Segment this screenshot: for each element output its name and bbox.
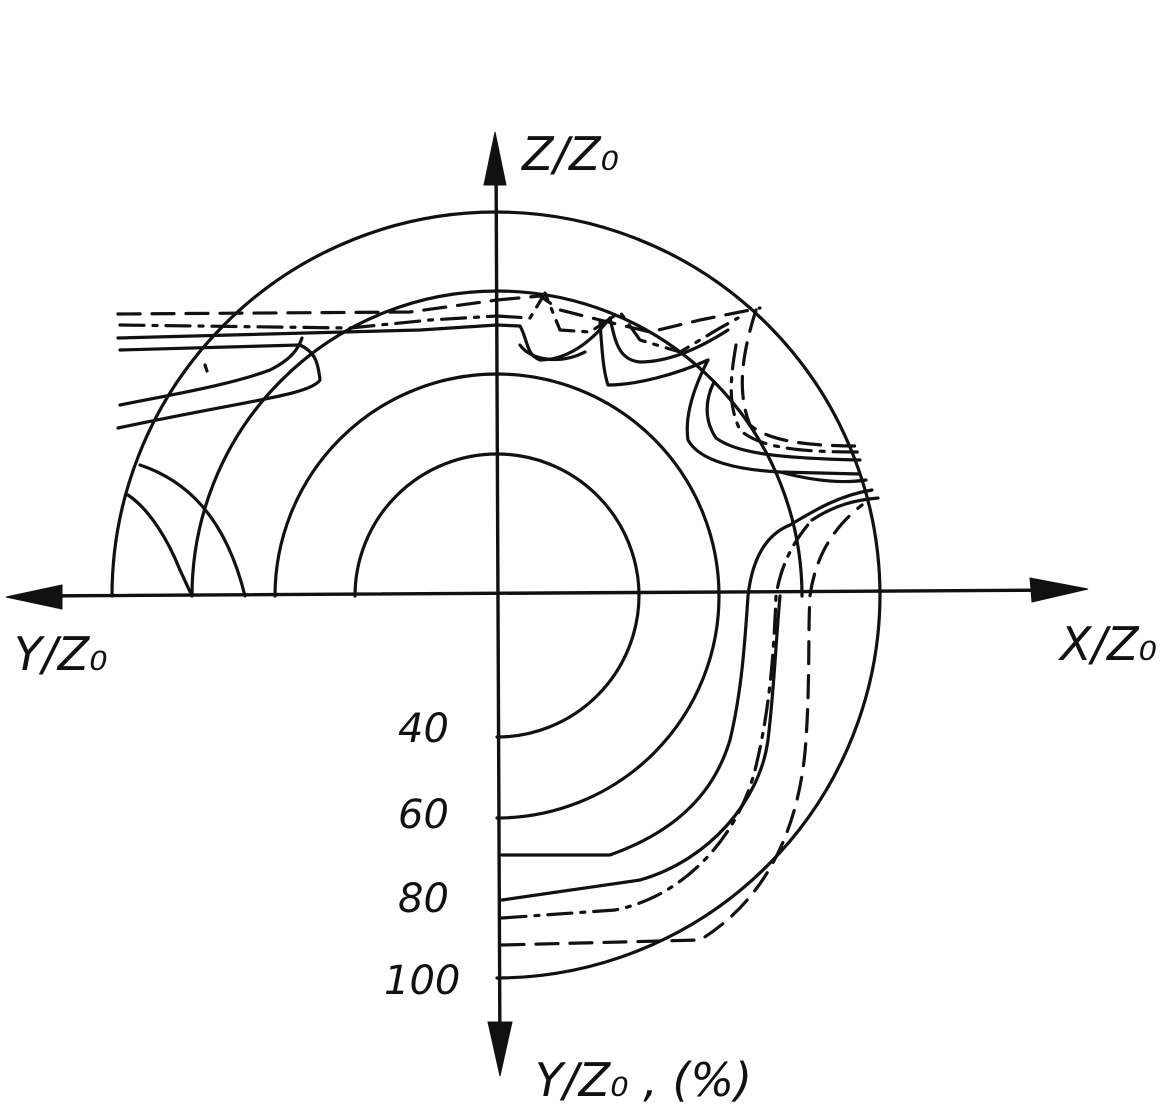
upper-left-contours <box>116 298 499 598</box>
contour-ur-solid-4 <box>685 358 862 476</box>
contour-ul-corner-solid-a <box>138 463 247 598</box>
contour-ul-dot <box>203 363 209 373</box>
contour-ur-solid-2 <box>518 343 587 361</box>
contour-80-solid <box>500 523 792 857</box>
contour-ur-solid-7 <box>788 488 874 527</box>
axes <box>5 131 1089 1077</box>
contour-ul-corner-solid-b <box>126 493 182 572</box>
z-axis-arrowhead <box>483 131 507 186</box>
contour-ur-dashdot-2 <box>729 343 860 454</box>
y-axis-label: Y/Z₀ <box>14 627 108 681</box>
z-axis-label: Z/Z₀ <box>520 127 619 181</box>
contour-80-dashdot <box>500 518 814 920</box>
contour-ul-solid-2 <box>116 343 322 430</box>
scale-label-100: 100 <box>384 958 460 1004</box>
scale-label-40: 40 <box>398 706 449 752</box>
lower-contours <box>500 503 864 947</box>
circle-60 <box>273 372 721 820</box>
contour-ul-dashed-top <box>116 298 499 316</box>
x-axis-arrowhead <box>1029 577 1089 603</box>
contour-ul-corner-dashdot <box>178 568 194 598</box>
contour-ur-solid-5 <box>705 380 862 462</box>
y-percent-axis-label: Y/Z₀ , (%) <box>535 1053 752 1107</box>
contour-80-outer <box>500 594 782 902</box>
y-percent-axis-arrowhead <box>487 1021 513 1077</box>
contour-ul-solid-1 <box>116 323 499 340</box>
vertical-axis-line <box>494 148 502 1062</box>
contour-ur-solid-3 <box>598 320 710 387</box>
contour-ur-dashed-2 <box>740 308 862 448</box>
upper-right-contours <box>495 291 880 527</box>
y-axis-arrowhead-left <box>5 584 63 610</box>
x-axis-label: X/Z₀ <box>1058 617 1157 671</box>
x-axis-line <box>28 588 1072 598</box>
contour-ur-solid-6 <box>778 470 868 484</box>
circle-40 <box>353 452 641 739</box>
contour-ul-solid-3 <box>118 336 304 407</box>
contour-ur-solid-8 <box>810 496 880 522</box>
circle-outer <box>110 210 882 980</box>
contour-100-dashed <box>500 503 864 947</box>
reference-circles <box>110 210 882 980</box>
scale-label-60: 60 <box>398 792 449 838</box>
scale-labels: 40 60 80 100 <box>384 706 460 1004</box>
scale-label-80: 80 <box>398 876 449 922</box>
contour-ur-dashed-1 <box>495 294 762 334</box>
axis-labels: Z/Z₀ X/Z₀ Y/Z₀ Y/Z₀ , (%) <box>14 127 1157 1107</box>
contour-ul-dashdot <box>118 314 499 330</box>
